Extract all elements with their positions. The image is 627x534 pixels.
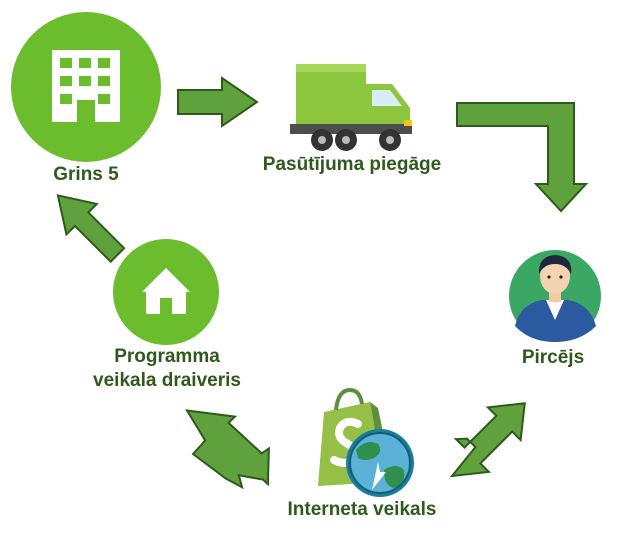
person-avatar-icon xyxy=(509,250,601,342)
shopping-bag-globe-icon xyxy=(318,387,414,497)
truck-icon xyxy=(290,64,412,151)
arrow-delivery-to-buyer xyxy=(456,102,589,213)
label-driver-line2: veikala draiveris xyxy=(93,370,241,391)
label-grins: Grins 5 xyxy=(53,164,119,185)
arrow-grins-to-delivery xyxy=(177,76,259,128)
arrow-driver-to-grins xyxy=(56,194,126,264)
label-delivery: Pasūtījuma piegāge xyxy=(262,154,442,175)
house-icon xyxy=(113,239,219,345)
arrow-store-driver xyxy=(185,409,270,490)
label-driver-line1: Programma xyxy=(114,346,220,367)
building-icon xyxy=(11,12,161,162)
label-store: Interneta veikals xyxy=(287,499,437,520)
label-buyer: Pircējs xyxy=(521,347,585,368)
arrow-buyer-store xyxy=(449,402,526,478)
